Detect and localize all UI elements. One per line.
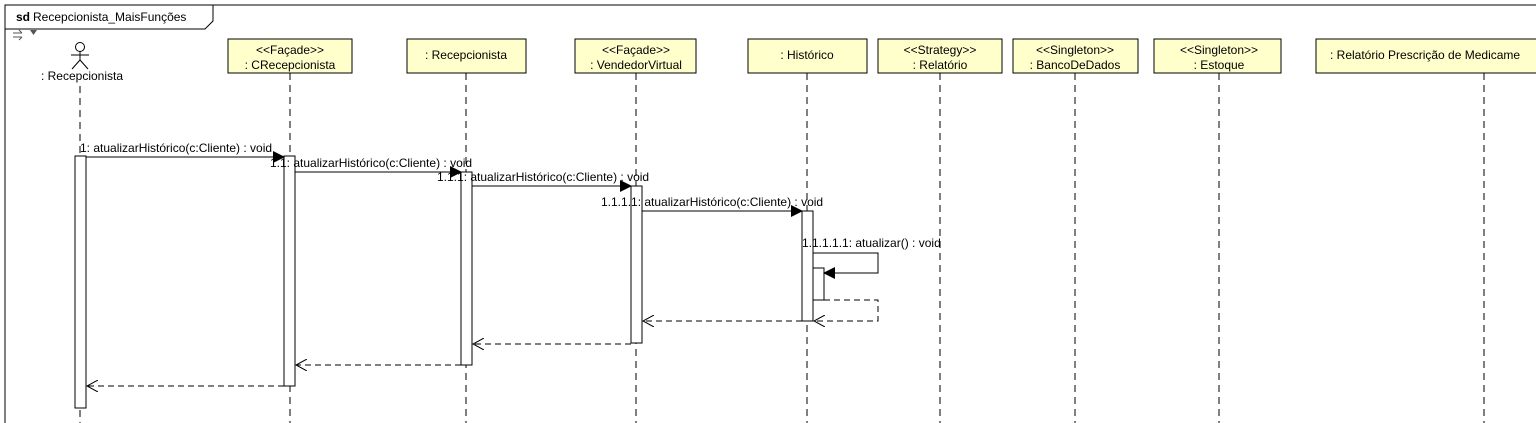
lifeline-bancodedados[interactable]: <<Singleton>> : BancoDeDados — [1012, 38, 1139, 74]
message-arrow — [813, 252, 879, 279]
message-1-1-1-1[interactable]: 1.1.1.1: atualizarHistórico(c:Cliente) :… — [601, 195, 823, 217]
frame-name: Recepcionista_MaisFunções — [33, 10, 186, 24]
lifeline-historico[interactable]: : Histórico — [747, 38, 868, 74]
lifeline-vendedorvirtual[interactable]: <<Façade>> : VendedorVirtual — [574, 38, 697, 74]
activation-bar-historico-self — [812, 267, 825, 301]
lifeline-name: : Histórico — [780, 48, 834, 62]
sequence-frame-icon[interactable] — [13, 29, 37, 41]
message-1-1-1-1-1-self-call[interactable]: 1.1.1.1.1: atualizar() : void — [802, 236, 941, 279]
lifeline-name: : VendedorVirtual — [590, 58, 682, 72]
message-label: 1: atualizarHistórico(c:Cliente) : void — [80, 141, 272, 155]
message-1-1[interactable]: 1.1: atualizarHistórico(c:Cliente) : voi… — [270, 156, 472, 178]
lifeline-stereotype: <<Façade>> — [602, 43, 670, 57]
lifeline-stereotype: <<Singleton>> — [1036, 43, 1114, 57]
lifeline-estoque[interactable]: <<Singleton>> : Estoque — [1153, 38, 1282, 74]
frame-border — [4, 4, 1536, 423]
message-label: 1.1.1: atualizarHistórico(c:Cliente) : v… — [437, 170, 649, 184]
actor-label: : Recepcionista — [41, 69, 123, 83]
message-label: 1.1.1.1: atualizarHistórico(c:Cliente) :… — [601, 195, 823, 209]
lifeline-stereotype: <<Façade>> — [256, 43, 324, 57]
lifeline-recepcionista[interactable]: : Recepcionista — [406, 38, 527, 74]
lifeline-name: : Relatório — [913, 58, 968, 72]
message-label: 1.1.1.1.1: atualizar() : void — [802, 236, 941, 250]
sequence-frame: sd Recepcionista_MaisFunções — [4, 4, 1536, 423]
activation-bar-vendedorvirtual — [630, 185, 643, 344]
lifeline-relatorio-prescricao[interactable]: : Relatório Prescrição de Medicame — [1315, 38, 1536, 74]
actor-recepcionista[interactable]: : Recepcionista — [41, 42, 123, 84]
activation-bar-crecepcionista — [283, 155, 296, 387]
activation-bar-actor — [74, 155, 87, 409]
activation-bar-historico — [801, 210, 814, 322]
message-label: 1.1: atualizarHistórico(c:Cliente) : voi… — [270, 156, 472, 170]
lifeline-name: : Estoque — [1194, 58, 1245, 72]
message-1[interactable]: 1: atualizarHistórico(c:Cliente) : void — [80, 141, 285, 163]
lifeline-relatorio[interactable]: <<Strategy>> : Relatório — [877, 38, 1003, 74]
frame-name-tab — [5, 5, 214, 30]
frame-keyword: sd — [16, 10, 30, 24]
lifeline-name: : Relatório Prescrição de Medicame — [1330, 48, 1520, 62]
lifeline-stereotype: <<Strategy>> — [904, 43, 977, 57]
stick-figure-actor-icon — [71, 42, 89, 70]
lifeline-stereotype: <<Singleton>> — [1180, 43, 1258, 57]
return-arrow-self[interactable] — [814, 299, 879, 321]
message-1-1-1[interactable]: 1.1.1: atualizarHistórico(c:Cliente) : v… — [437, 170, 649, 192]
activation-bar-recepcionista — [460, 171, 473, 366]
lifeline-name: : CRecepcionista — [245, 58, 336, 72]
lifeline-crecepcionista[interactable]: <<Façade>> : CRecepcionista — [227, 38, 353, 74]
lifeline-name: : Recepcionista — [425, 48, 507, 62]
lifeline-name: : BancoDeDados — [1030, 58, 1121, 72]
